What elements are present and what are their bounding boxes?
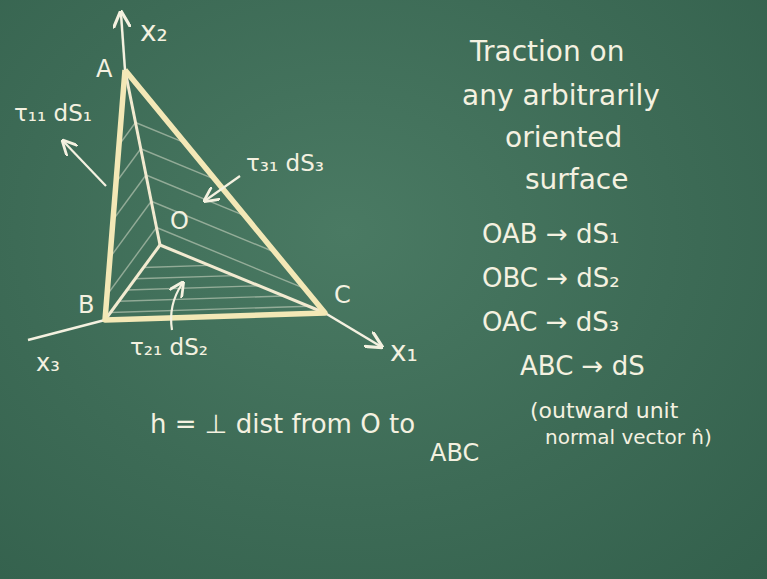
note-text-box: ABC — [430, 440, 479, 468]
note-text: oriented — [505, 122, 622, 154]
vertex-label-box: B — [78, 292, 94, 320]
axis-label-box: x₂ — [140, 16, 168, 48]
vertex-label: O — [170, 208, 189, 236]
traction-label: τ₂₁ dS₂ — [130, 334, 208, 360]
note-text: any arbitrarily — [462, 80, 660, 112]
note-text-box: surface — [525, 164, 628, 196]
hatch-line — [127, 286, 259, 290]
traction-label: τ₁₁ dS₁ — [14, 100, 92, 126]
face-area-label: OBC → dS₂ — [482, 264, 620, 294]
edge-ob — [105, 245, 160, 320]
axis-label-box: x₃ — [36, 350, 60, 378]
note-text-box: any arbitrarily — [462, 80, 660, 112]
note-text-box: h = ⊥ dist from O to — [150, 410, 415, 440]
face-area-label: ABC → dS — [520, 352, 645, 382]
hatch-line — [119, 296, 284, 301]
face-area-label-box: OBC → dS₂ — [482, 264, 620, 294]
note-text-box: normal vector n̂) — [545, 426, 712, 449]
hatch-line — [111, 306, 309, 312]
vertex-label: C — [334, 282, 351, 310]
note-text: (outward unit — [530, 398, 678, 423]
traction-label-box: τ₂₁ dS₂ — [130, 334, 208, 360]
vertex-label: A — [96, 56, 112, 84]
outer-edges — [105, 70, 325, 320]
traction-label-box: τ₃₁ dS₃ — [246, 150, 324, 176]
axis-label-box: x₁ — [390, 336, 418, 368]
face-area-label: OAB → dS₁ — [482, 220, 619, 250]
note-text: h = ⊥ dist from O to — [150, 410, 415, 440]
traction-label-box: τ₁₁ dS₁ — [14, 100, 92, 126]
face-area-label-box: OAC → dS₃ — [482, 308, 619, 338]
note-text-box: oriented — [505, 122, 622, 154]
traction-arrow — [171, 284, 182, 330]
x1-axis — [325, 313, 380, 346]
vertex-label-box: C — [334, 282, 351, 310]
axis-label: x₃ — [36, 350, 60, 378]
traction-arrow — [206, 176, 240, 200]
face-area-label: OAC → dS₃ — [482, 308, 619, 338]
note-text: normal vector n̂) — [545, 426, 712, 449]
note-text: surface — [525, 164, 628, 196]
hatch-line — [144, 265, 210, 267]
hatch-line — [135, 276, 234, 279]
note-text: ABC — [430, 440, 479, 468]
x2-axis — [121, 14, 125, 70]
vertex-label: B — [78, 292, 94, 320]
vertex-label-box: O — [170, 208, 189, 236]
note-text: Traction on — [470, 36, 624, 68]
x3-axis — [28, 320, 105, 340]
edge-oa — [125, 70, 160, 245]
face-area-label-box: OAB → dS₁ — [482, 220, 619, 250]
face-area-label-box: ABC → dS — [520, 352, 645, 382]
axis-label: x₁ — [390, 336, 418, 368]
note-text-box: Traction on — [470, 36, 624, 68]
traction-arrow — [64, 142, 106, 186]
traction-label: τ₃₁ dS₃ — [246, 150, 324, 176]
vertex-label-box: A — [96, 56, 112, 84]
note-text-box: (outward unit — [530, 398, 678, 423]
axis-label: x₂ — [140, 16, 168, 48]
